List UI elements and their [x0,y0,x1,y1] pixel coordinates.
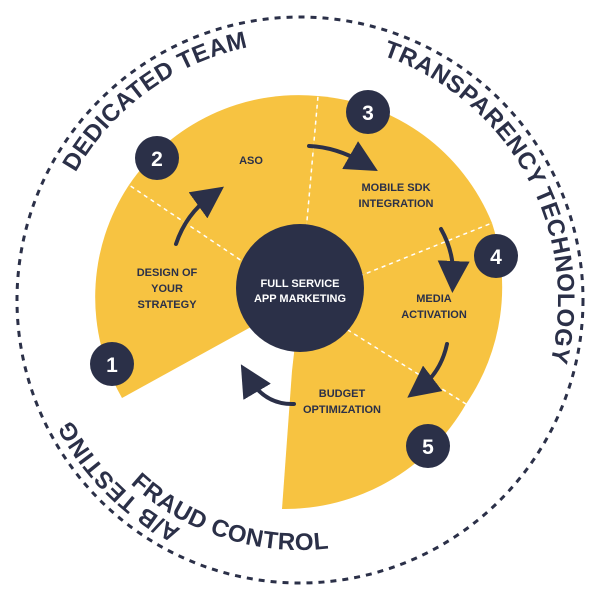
outer-dashed-ring [15,15,585,585]
step-2-badge: 2 [135,136,179,180]
step-3-badge: 3 [346,90,390,134]
step-3-line2: INTEGRATION [359,198,434,210]
step-5-badge: 5 [406,424,450,468]
center-label-line2: APP MARKETING [254,293,346,305]
step-1-label: DESIGN OF YOUR STRATEGY [137,267,198,311]
step-3-line1: MOBILE SDK [361,182,430,194]
center-label-line1: FULL SERVICE [260,278,339,290]
step-5-number: 5 [422,436,434,459]
arrow-2-to-3 [307,141,378,171]
arrow-1-to-2 [174,186,224,246]
step-4-line1: MEDIA [416,293,452,305]
step-1-line1: DESIGN OF [137,267,198,279]
step-2-number: 2 [151,148,163,171]
step-3-label: MOBILE SDK INTEGRATION [359,182,434,210]
step-4-label: MEDIA ACTIVATION [401,293,467,321]
arrow-3-to-4 [437,227,470,293]
arrow-4-to-5 [407,342,449,398]
wedge-1 [95,185,301,398]
step-3-number: 3 [362,102,374,125]
arrow-5-to-1 [240,364,296,407]
step-4-line2: ACTIVATION [401,309,467,321]
step-5-line2: OPTIMIZATION [303,404,381,416]
step-2-line1: ASO [239,155,263,167]
ring-word-technology: TECHNOLOGY [529,184,579,367]
ring-word-ab-testing: A/B TESTING [53,416,184,547]
step-4-badge: 4 [474,234,518,278]
step-1-line3: STRATEGY [137,299,197,311]
step-5-line1: BUDGET [319,388,366,400]
step-4-number: 4 [490,246,502,269]
step-1-badge: 1 [90,342,134,386]
step-2-label: ASO [239,155,263,167]
step-5-label: BUDGET OPTIMIZATION [303,388,381,416]
step-1-line2: YOUR [151,283,183,295]
step-1-number: 1 [106,354,118,377]
center-circle [236,224,364,352]
flow-arrows [174,141,470,407]
